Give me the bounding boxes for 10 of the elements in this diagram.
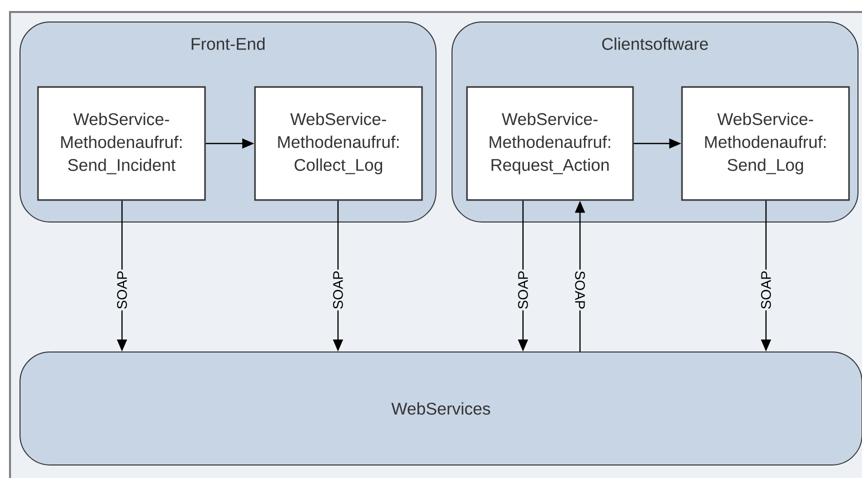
method-box: WebService-Methodenaufruf: Send_Incident <box>37 86 206 201</box>
edge-label: SOAP <box>760 270 772 310</box>
edge-label: SOAP <box>332 270 344 310</box>
service-box: WebServices <box>20 352 862 466</box>
edge-label: SOAP <box>574 270 586 310</box>
method-box: WebService-Methodenaufruf: Collect_Log <box>254 86 423 201</box>
method-box: WebService-Methodenaufruf: Request_Action <box>466 86 634 201</box>
method-box: WebService-Methodenaufruf: Send_Log <box>681 86 850 201</box>
edge-label: SOAP <box>517 270 529 310</box>
edge-label: SOAP <box>116 270 128 310</box>
